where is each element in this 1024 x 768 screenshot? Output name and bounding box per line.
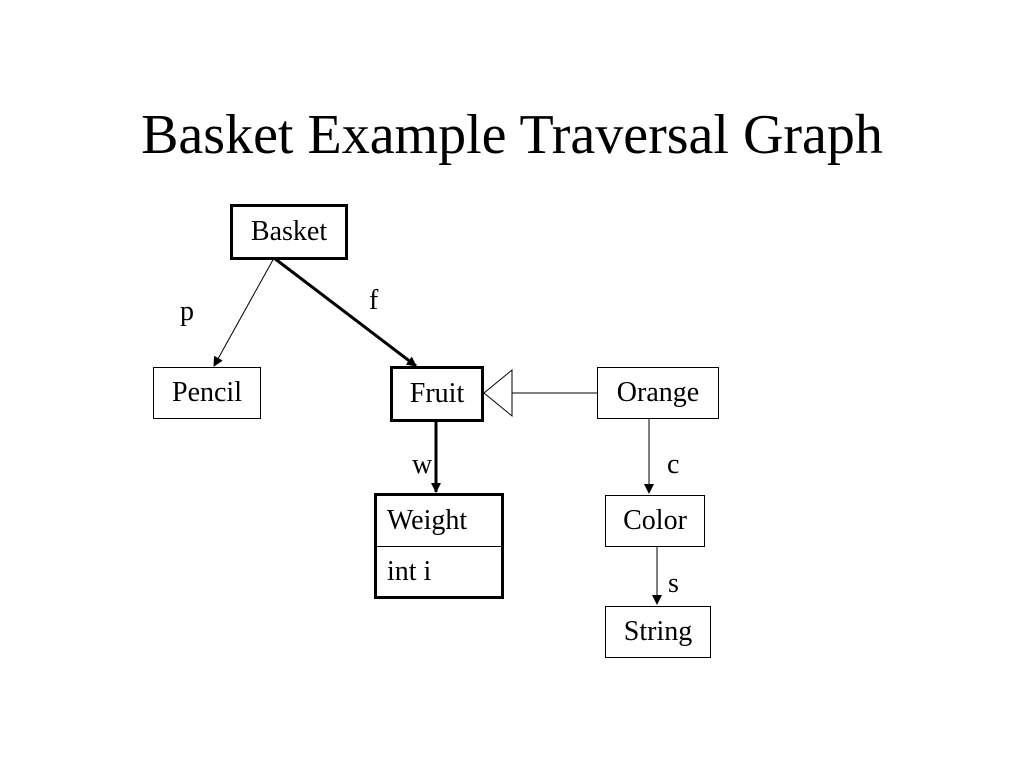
edge-p bbox=[213, 257, 275, 367]
weight-class-name: Weight bbox=[387, 505, 468, 536]
node-pencil: Pencil bbox=[153, 367, 261, 419]
node-weight: Weight int i bbox=[374, 493, 504, 599]
edge-label-c: c bbox=[667, 449, 680, 480]
edge-f bbox=[273, 256, 417, 368]
edge-label-s: s bbox=[668, 568, 679, 599]
edge-label-p: p bbox=[180, 296, 194, 327]
node-string: String bbox=[605, 606, 711, 658]
node-basket: Basket bbox=[230, 204, 348, 260]
node-fruit: Fruit bbox=[390, 366, 484, 422]
node-color: Color bbox=[605, 495, 705, 547]
edge-label-w: w bbox=[412, 449, 433, 480]
weight-field: int i bbox=[377, 546, 501, 596]
edge-label-f: f bbox=[369, 285, 379, 316]
slide-title: Basket Example Traversal Graph bbox=[141, 104, 883, 166]
inheritance-triangle bbox=[483, 368, 513, 418]
node-orange: Orange bbox=[597, 367, 719, 419]
